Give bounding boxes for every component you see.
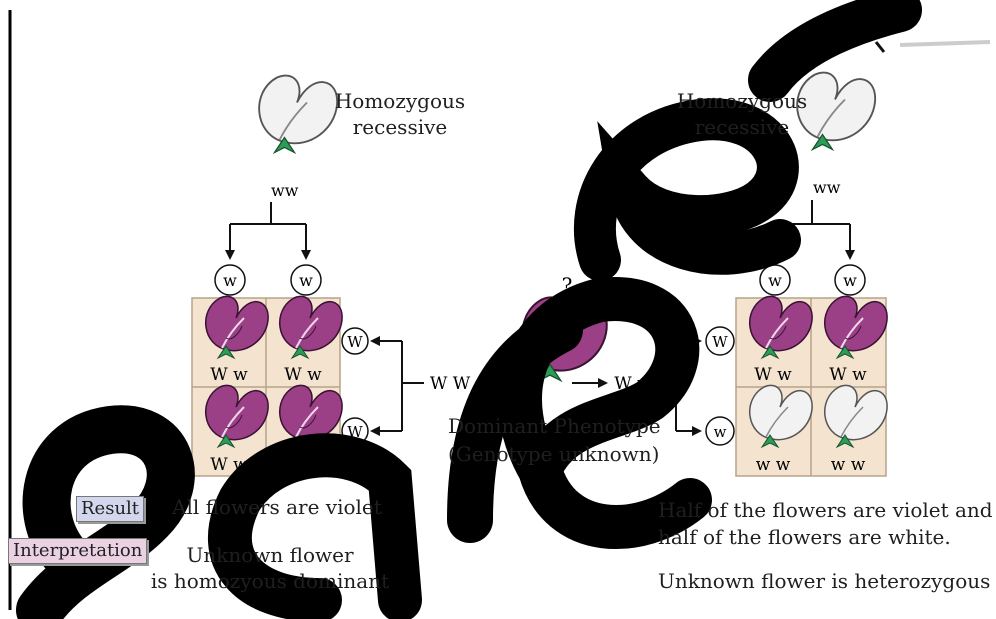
left-parent-genotype: ww (271, 181, 299, 200)
left-cell-genotype: W w (210, 365, 248, 385)
right-parent-label: Homozygous recessive (672, 88, 812, 140)
stray-mark (900, 42, 990, 45)
left-result-text: All flowers are violet (172, 494, 382, 520)
unknown-left-genotype: W W (430, 374, 471, 394)
right-cell-genotype: w w (831, 455, 866, 475)
unknown-left-gamete: W (347, 333, 363, 351)
right-parent-genotype: ww (813, 178, 841, 197)
right-interpretation-text: Unknown flower is heterozygous (658, 568, 990, 594)
interpretation-tag: Interpretation (8, 538, 147, 564)
right-gamete-label: w (768, 271, 782, 290)
left-parent-flower-icon (259, 76, 337, 153)
left-gamete-label: w (299, 271, 313, 290)
left-interpretation-text: Unknown flower is homozyous dominant (150, 542, 390, 594)
unknown-right-gamete: W (712, 333, 728, 351)
unknown-right-gamete: w (714, 423, 727, 441)
genotype-note: (Genotype unknown) (448, 441, 658, 467)
left-parent-label: Homozygous recessive (330, 88, 470, 140)
phenotype-label: Dominant Phenotype (448, 413, 658, 439)
stray-mark (876, 42, 884, 52)
left-cell-genotype: W w (284, 365, 322, 385)
right-cell-genotype: w w (756, 455, 791, 475)
left-gamete-label: w (223, 271, 237, 290)
right-gamete-label: w (843, 271, 857, 290)
right-cell-genotype: W w (829, 365, 867, 385)
right-result-text: Half of the flowers are violet and half … (658, 497, 993, 551)
result-tag: Result (76, 496, 144, 522)
right-cell-genotype: W w (754, 365, 792, 385)
right-punnett-square: W w W w w w w w (736, 296, 887, 476)
